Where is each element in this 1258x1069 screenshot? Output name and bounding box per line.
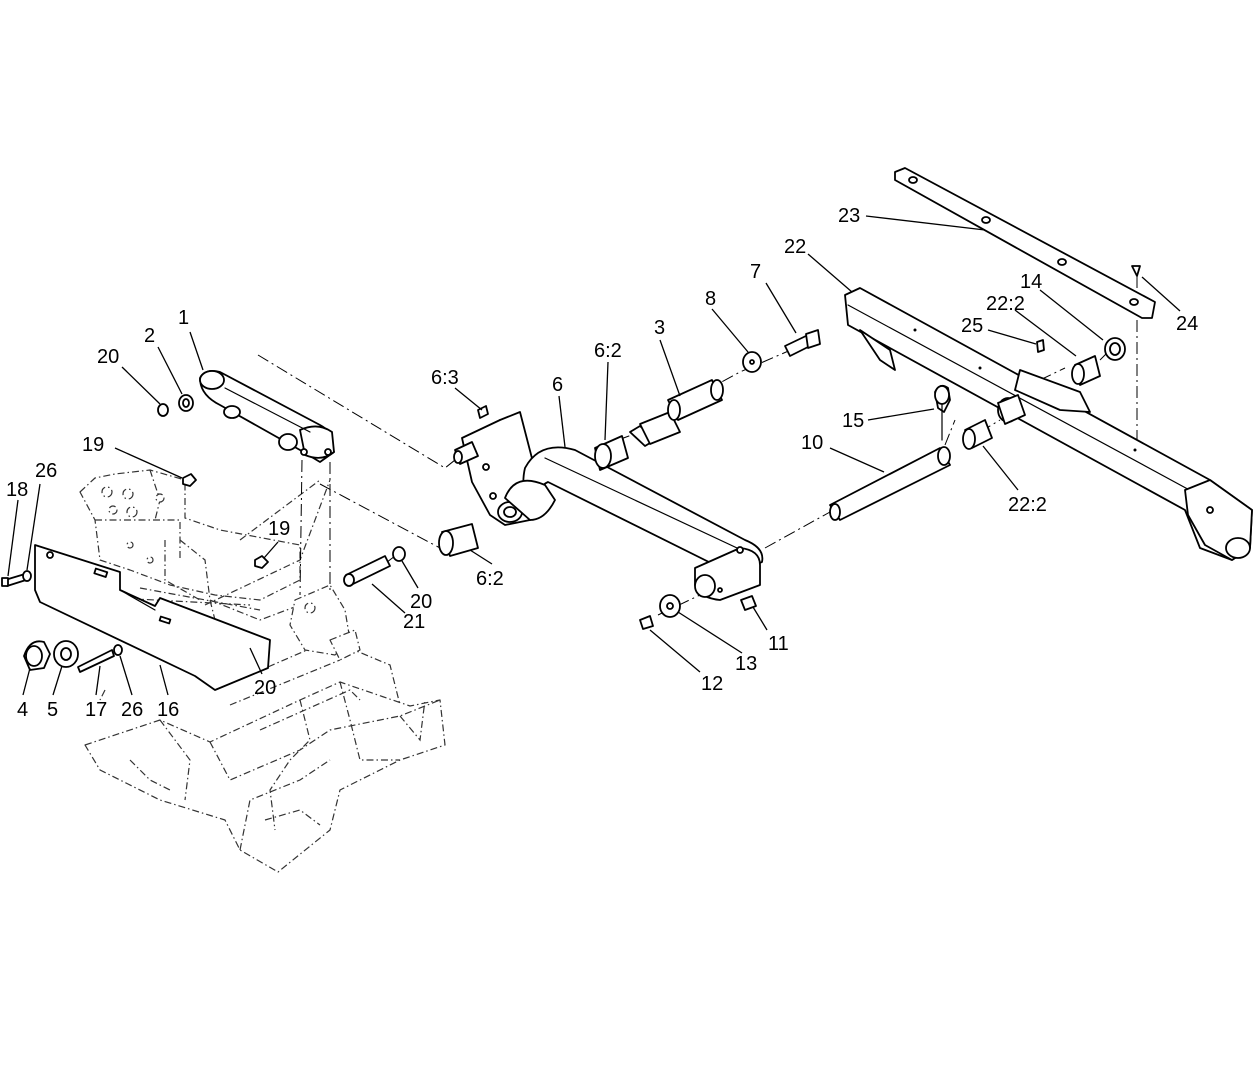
bushings-6-2 bbox=[438, 435, 629, 557]
callout-17: 17 bbox=[85, 699, 107, 721]
callout-20: 20 bbox=[410, 591, 432, 613]
callout-labels: 1 2 20 19 26 18 19 20 21 20 4 5 17 26 16… bbox=[6, 205, 1198, 721]
leader-lines bbox=[7, 215, 1181, 696]
callout-6: 6 bbox=[552, 374, 563, 396]
callout-16: 16 bbox=[157, 699, 179, 721]
ghost-frame bbox=[59, 469, 446, 873]
callout-22-2: 22:2 bbox=[986, 293, 1025, 315]
callout-26: 26 bbox=[35, 460, 57, 482]
callout-15: 15 bbox=[842, 410, 864, 432]
washer-bolt-7-8 bbox=[742, 329, 821, 373]
callout-19: 19 bbox=[82, 434, 104, 456]
hydraulic-cylinder bbox=[199, 369, 335, 463]
callout-25: 25 bbox=[961, 315, 983, 337]
callout-21: 21 bbox=[403, 611, 425, 633]
left-hardware bbox=[1, 394, 406, 691]
callout-10: 10 bbox=[801, 432, 823, 454]
callout-22-2: 22:2 bbox=[1008, 494, 1047, 516]
frame-arm-22 bbox=[844, 287, 1253, 561]
callout-6-2: 6:2 bbox=[476, 568, 504, 590]
callout-1: 1 bbox=[178, 307, 189, 329]
callout-13: 13 bbox=[735, 653, 757, 675]
pin-10 bbox=[829, 384, 951, 521]
callout-18: 18 bbox=[6, 479, 28, 501]
callout-2: 2 bbox=[144, 325, 155, 347]
spindle-shaft bbox=[629, 379, 724, 447]
callout-7: 7 bbox=[750, 261, 761, 283]
callout-5: 5 bbox=[47, 699, 58, 721]
lift-arm bbox=[453, 405, 764, 601]
callout-12: 12 bbox=[701, 673, 723, 695]
right-lower-hardware bbox=[639, 594, 757, 630]
callout-24: 24 bbox=[1176, 313, 1198, 335]
callout-11: 11 bbox=[768, 633, 789, 655]
callout-6-3: 6:3 bbox=[431, 367, 459, 389]
callout-22: 22 bbox=[784, 236, 806, 258]
callout-4: 4 bbox=[17, 699, 28, 721]
callout-23: 23 bbox=[838, 205, 860, 227]
callout-3: 3 bbox=[654, 317, 665, 339]
callout-8: 8 bbox=[705, 288, 716, 310]
callout-14: 14 bbox=[1020, 271, 1042, 293]
callout-6-2: 6:2 bbox=[594, 340, 622, 362]
right-bushings bbox=[962, 265, 1141, 450]
callout-19: 19 bbox=[268, 518, 290, 540]
callout-20: 20 bbox=[254, 677, 276, 699]
flat-bar-23 bbox=[894, 167, 1156, 319]
callout-26: 26 bbox=[121, 699, 143, 721]
callout-20: 20 bbox=[97, 346, 119, 368]
